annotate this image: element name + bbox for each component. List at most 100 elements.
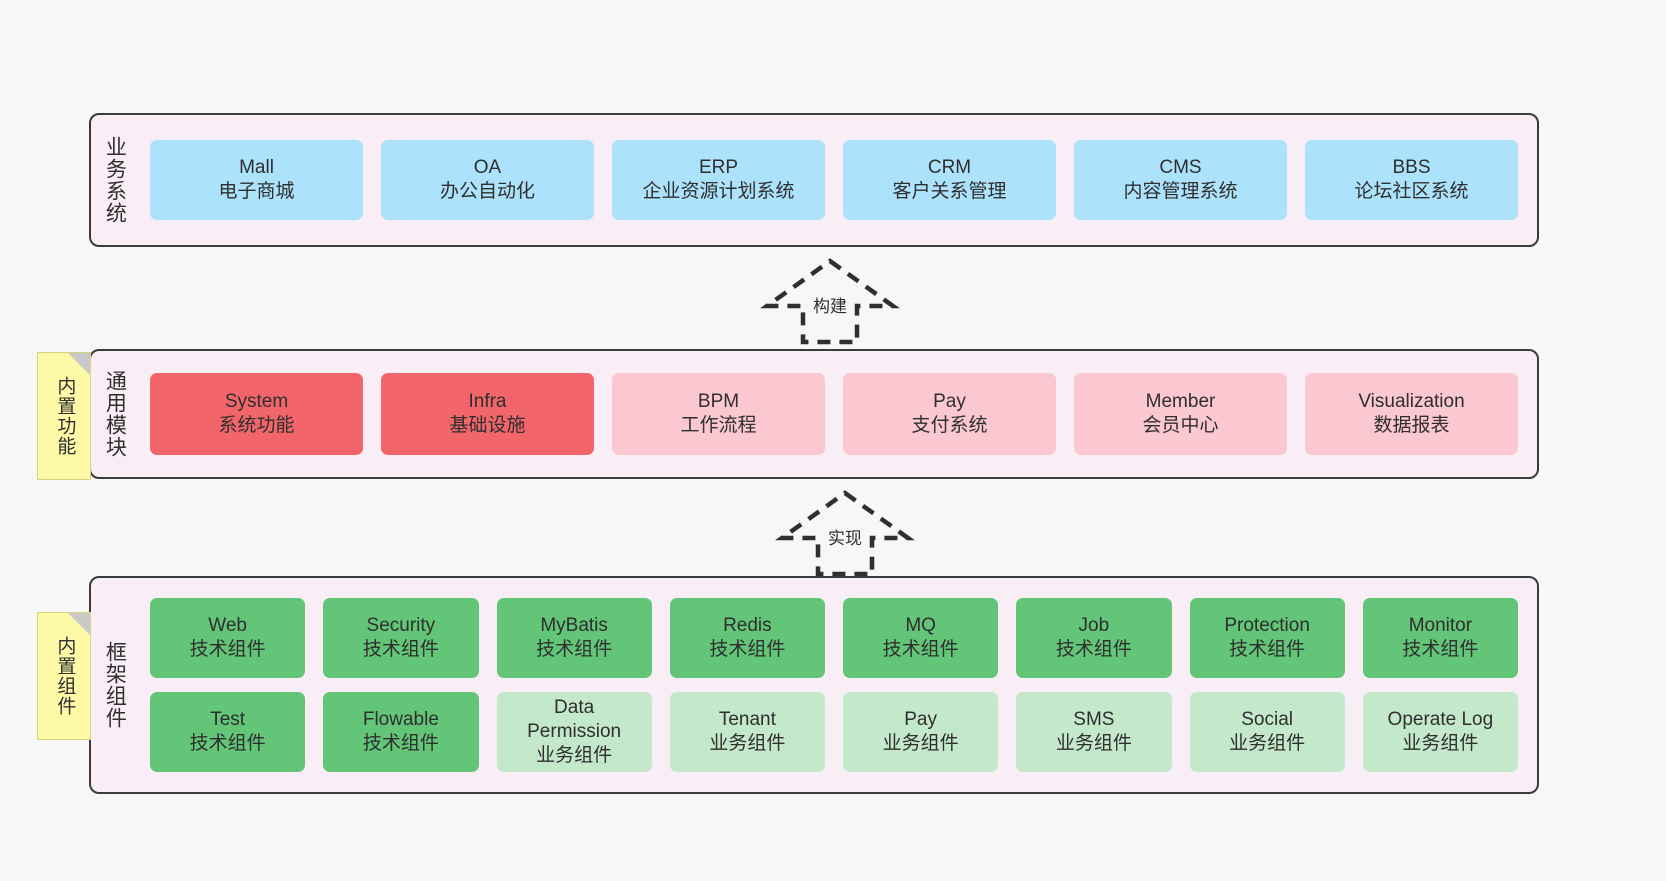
card-pay-component-name: Pay bbox=[904, 709, 937, 731]
card-tenant-desc: 业务组件 bbox=[709, 733, 786, 754]
layer-business-system-title: 业务系统 bbox=[103, 136, 127, 224]
card-web[interactable]: Web 技术组件 bbox=[150, 598, 306, 678]
card-test-name: Test bbox=[210, 709, 246, 731]
card-cms-desc: 内容管理系统 bbox=[1123, 181, 1238, 202]
card-sms[interactable]: SMS 业务组件 bbox=[1016, 692, 1172, 772]
card-security-name: Security bbox=[366, 615, 436, 637]
card-erp-name: ERP bbox=[698, 157, 739, 179]
card-pay-component-desc: 业务组件 bbox=[882, 733, 959, 754]
card-flowable-desc: 技术组件 bbox=[362, 733, 439, 754]
card-erp[interactable]: ERP 企业资源计划系统 bbox=[612, 140, 825, 220]
card-web-desc: 技术组件 bbox=[189, 639, 266, 660]
card-oa-desc: 办公自动化 bbox=[439, 181, 535, 202]
card-bpm[interactable]: BPM 工作流程 bbox=[612, 373, 825, 455]
card-infra-name: Infra bbox=[468, 391, 507, 413]
framework-row-business: Test 技术组件 Flowable 技术组件 Data Permission … bbox=[141, 692, 1527, 772]
card-protection-name: Protection bbox=[1224, 615, 1310, 637]
card-web-name: Web bbox=[208, 615, 247, 637]
card-mall-name: Mall bbox=[239, 157, 274, 179]
card-oa-name: OA bbox=[473, 157, 502, 179]
implement-arrow-shape bbox=[774, 490, 916, 577]
card-operate-log-desc: 业务组件 bbox=[1402, 733, 1479, 754]
connector-implement-label: 实现 bbox=[825, 524, 865, 549]
card-sms-name: SMS bbox=[1073, 709, 1115, 731]
card-crm[interactable]: CRM 客户关系管理 bbox=[843, 140, 1056, 220]
card-monitor-desc: 技术组件 bbox=[1402, 639, 1479, 660]
card-operate-log-name: Operate Log bbox=[1387, 709, 1494, 731]
card-oa[interactable]: OA 办公自动化 bbox=[381, 140, 594, 220]
connector-implement: 实现 bbox=[774, 490, 916, 577]
card-test-desc: 技术组件 bbox=[189, 733, 266, 754]
card-flowable[interactable]: Flowable 技术组件 bbox=[323, 692, 479, 772]
card-bbs-name: BBS bbox=[1392, 157, 1431, 179]
card-system-desc: 系统功能 bbox=[218, 415, 295, 436]
card-social[interactable]: Social 业务组件 bbox=[1189, 692, 1345, 772]
card-tenant-name: Tenant bbox=[718, 709, 776, 731]
card-pay-module-name: Pay bbox=[933, 391, 966, 413]
sticky-note-builtin-component-label: 内置组件 bbox=[54, 636, 76, 716]
card-data-permission-name: Data Permission bbox=[527, 697, 622, 743]
card-bbs[interactable]: BBS 论坛社区系统 bbox=[1305, 140, 1518, 220]
card-redis-name: Redis bbox=[723, 615, 772, 637]
card-data-permission-desc: 业务组件 bbox=[536, 744, 613, 766]
card-redis-desc: 技术组件 bbox=[709, 639, 786, 660]
card-cms[interactable]: CMS 内容管理系统 bbox=[1074, 140, 1287, 220]
card-crm-desc: 客户关系管理 bbox=[892, 181, 1007, 202]
connector-build-label: 构建 bbox=[810, 292, 850, 317]
connector-build: 构建 bbox=[759, 258, 901, 345]
card-member[interactable]: Member 会员中心 bbox=[1074, 373, 1287, 455]
card-visualization-desc: 数据报表 bbox=[1373, 415, 1450, 436]
card-mybatis-desc: 技术组件 bbox=[536, 639, 613, 660]
sticky-note-builtin-function[interactable]: 内置功能 bbox=[37, 352, 91, 480]
card-protection-desc: 技术组件 bbox=[1229, 639, 1306, 660]
card-pay-component[interactable]: Pay 业务组件 bbox=[843, 692, 999, 772]
card-security[interactable]: Security 技术组件 bbox=[323, 598, 479, 678]
card-data-permission[interactable]: Data Permission 业务组件 bbox=[496, 692, 652, 772]
card-test[interactable]: Test 技术组件 bbox=[150, 692, 306, 772]
card-mall-desc: 电子商城 bbox=[218, 181, 295, 202]
layer-common-module: 通用模块 System 系统功能 Infra 基础设施 BPM 工作流程 Pay… bbox=[89, 349, 1539, 479]
card-mybatis-name: MyBatis bbox=[540, 615, 608, 637]
card-member-name: Member bbox=[1145, 391, 1216, 413]
card-job-desc: 技术组件 bbox=[1055, 639, 1132, 660]
card-monitor[interactable]: Monitor 技术组件 bbox=[1362, 598, 1518, 678]
card-tenant[interactable]: Tenant 业务组件 bbox=[669, 692, 825, 772]
card-member-desc: 会员中心 bbox=[1142, 415, 1219, 436]
card-mybatis[interactable]: MyBatis 技术组件 bbox=[496, 598, 652, 678]
card-cms-name: CMS bbox=[1159, 157, 1202, 179]
card-flowable-name: Flowable bbox=[362, 709, 439, 731]
layer-framework-component-title: 框架组件 bbox=[103, 641, 127, 729]
layer-framework-component: 框架组件 Web 技术组件 Security 技术组件 MyBatis 技术组件… bbox=[89, 576, 1539, 794]
card-mall[interactable]: Mall 电子商城 bbox=[150, 140, 363, 220]
card-bbs-desc: 论坛社区系统 bbox=[1354, 181, 1469, 202]
card-visualization-name: Visualization bbox=[1358, 391, 1465, 413]
card-crm-name: CRM bbox=[927, 157, 972, 179]
card-infra[interactable]: Infra 基础设施 bbox=[381, 373, 594, 455]
card-social-name: Social bbox=[1241, 709, 1293, 731]
card-mq-desc: 技术组件 bbox=[882, 639, 959, 660]
layer-common-module-body: System 系统功能 Infra 基础设施 BPM 工作流程 Pay 支付系统… bbox=[137, 351, 1537, 477]
card-redis[interactable]: Redis 技术组件 bbox=[669, 598, 825, 678]
card-system[interactable]: System 系统功能 bbox=[150, 373, 363, 455]
card-pay-module-desc: 支付系统 bbox=[911, 415, 988, 436]
note-fold-corner-icon bbox=[68, 613, 90, 635]
card-pay-module[interactable]: Pay 支付系统 bbox=[843, 373, 1056, 455]
framework-row-technical: Web 技术组件 Security 技术组件 MyBatis 技术组件 Redi… bbox=[141, 598, 1527, 678]
card-monitor-name: Monitor bbox=[1408, 615, 1473, 637]
card-system-name: System bbox=[224, 391, 289, 413]
layer-business-system-body: Mall 电子商城 OA 办公自动化 ERP 企业资源计划系统 CRM 客户关系… bbox=[137, 115, 1537, 245]
sticky-note-builtin-component[interactable]: 内置组件 bbox=[37, 612, 91, 740]
card-erp-desc: 企业资源计划系统 bbox=[642, 181, 795, 202]
card-visualization[interactable]: Visualization 数据报表 bbox=[1305, 373, 1518, 455]
card-sms-desc: 业务组件 bbox=[1055, 733, 1132, 754]
layer-framework-component-body: Web 技术组件 Security 技术组件 MyBatis 技术组件 Redi… bbox=[137, 578, 1537, 792]
card-job-name: Job bbox=[1078, 615, 1110, 637]
card-mq[interactable]: MQ 技术组件 bbox=[843, 598, 999, 678]
card-job[interactable]: Job 技术组件 bbox=[1016, 598, 1172, 678]
card-protection[interactable]: Protection 技术组件 bbox=[1189, 598, 1345, 678]
card-mq-name: MQ bbox=[905, 615, 936, 637]
card-operate-log[interactable]: Operate Log 业务组件 bbox=[1362, 692, 1518, 772]
card-social-desc: 业务组件 bbox=[1229, 733, 1306, 754]
card-security-desc: 技术组件 bbox=[362, 639, 439, 660]
